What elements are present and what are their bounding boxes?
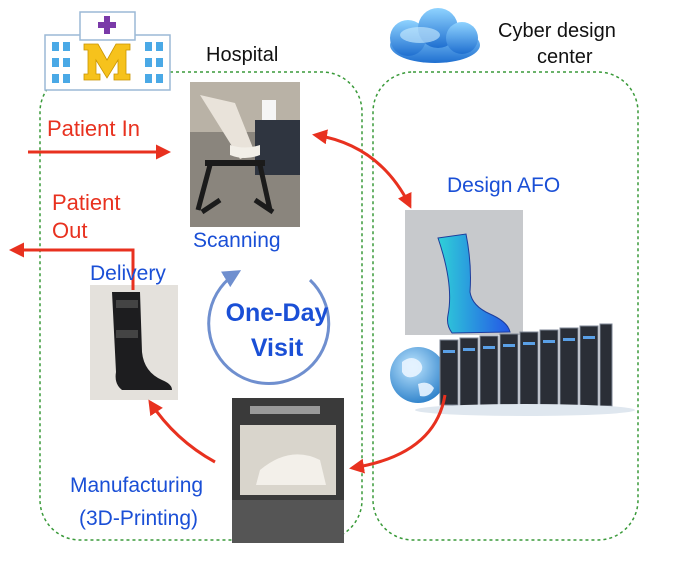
cycle-label-2: Visit bbox=[250, 334, 304, 362]
printing-label: (3D-Printing) bbox=[79, 507, 199, 530]
hospital-label: Hospital bbox=[206, 44, 279, 66]
cloud-icon bbox=[390, 8, 480, 63]
patient-in-label: Patient In bbox=[47, 116, 140, 141]
afo-design-render bbox=[405, 210, 523, 335]
patient-out-label-1: Patient bbox=[52, 190, 121, 215]
cycle-arrow bbox=[207, 270, 331, 385]
patient-out-arrow bbox=[8, 242, 135, 290]
cyber-center-label-2: center bbox=[537, 46, 593, 68]
print-delivery-arrow bbox=[148, 399, 216, 464]
scanning-label: Scanning bbox=[193, 229, 281, 252]
hospital-building-icon bbox=[44, 11, 171, 91]
cycle-label-1: One-Day bbox=[225, 299, 329, 327]
delivery-label: Delivery bbox=[90, 262, 166, 285]
patient-out-label-2: Out bbox=[52, 218, 88, 243]
scanning-photo bbox=[190, 82, 300, 227]
servers-print-arrow bbox=[349, 394, 447, 474]
printer-photo bbox=[232, 398, 344, 543]
scan-design-arrow bbox=[312, 129, 412, 209]
cyber-center-label: Cyber design bbox=[498, 20, 616, 42]
manufacturing-label: Manufacturing bbox=[70, 474, 204, 497]
delivery-photo bbox=[90, 285, 178, 400]
design-afo-label: Design AFO bbox=[447, 174, 561, 197]
hospital-region bbox=[39, 71, 363, 541]
server-rack-globe-icon bbox=[390, 323, 635, 416]
cyber-center-region bbox=[372, 71, 639, 541]
